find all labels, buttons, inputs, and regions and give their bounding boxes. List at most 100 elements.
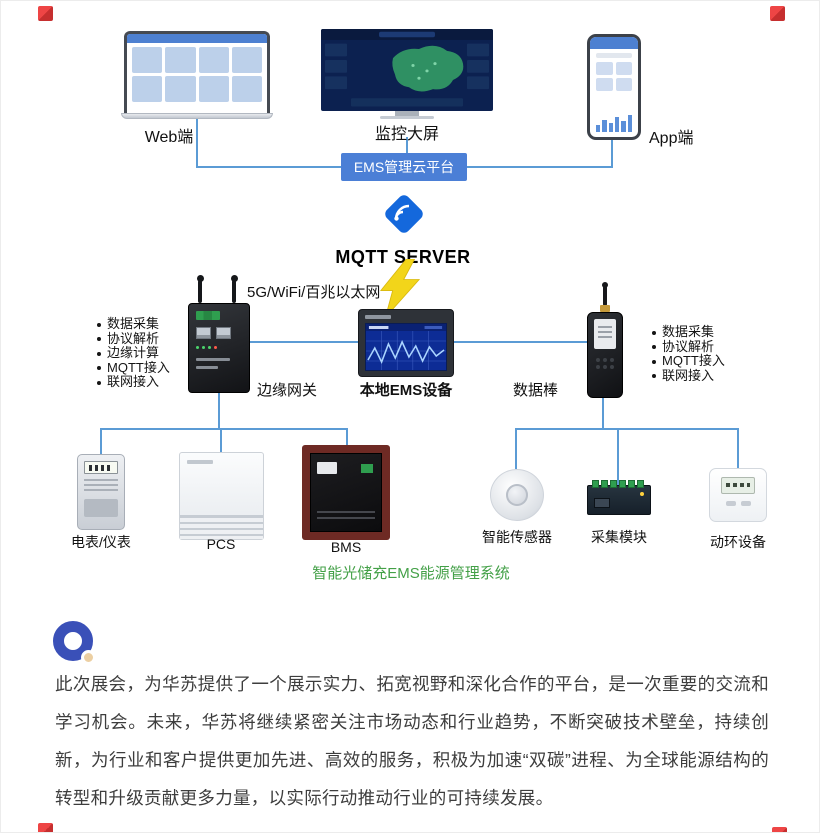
edge-gateway-illustration [187,275,251,393]
connector-line [737,428,739,468]
electric-meter-illustration [77,454,125,530]
mqtt-server-label: MQTT SERVER [335,247,471,267]
red-corner-ornament-icon [772,827,787,832]
phone-bar-chart [596,112,632,132]
bms-label: BMS [330,539,362,555]
mqtt-diamond-icon [375,185,433,243]
monitoring-screen-illustration [321,29,493,119]
feature-item: 数据采集 [651,324,725,340]
laptop-dashboard-tiles [127,43,267,102]
data-stick-body [587,312,623,398]
electric-meter-label: 电表/仪表 [71,534,131,550]
gateway-marking [196,358,230,361]
feature-item: 协议解析 [651,339,725,355]
feature-item: 数据采集 [96,316,170,332]
company-logo [53,621,101,669]
red-corner-ornament-icon [38,6,53,21]
hmi-screen [365,323,447,371]
collection-module-illustration [587,480,651,515]
connector-line [406,137,408,153]
local-ems-illustration [358,309,454,377]
gateway-feature-list: 数据采集 协议解析 边缘计算 MQTT接入 联网接入 [96,316,170,390]
feature-item: 联网接入 [651,368,725,384]
connector-line [467,166,613,168]
lightning-bolt-icon [379,258,421,319]
connector-line [250,341,358,343]
env-buttons [710,501,766,506]
device-sticker [594,319,616,349]
connector-line [220,428,222,452]
feature-item: MQTT接入 [96,360,170,376]
module-port [594,498,610,508]
antenna-connector [600,305,610,312]
connector-line [602,398,604,429]
terminal-block [196,311,220,320]
connector-line [515,428,517,469]
bms-terminal [361,464,373,473]
env-lcd [721,477,755,494]
laptop-base [121,113,273,119]
pcs-label: PCS [206,536,236,552]
app-client-label: App端 [649,130,694,147]
connector-line [515,428,739,430]
pcs-vents [180,515,263,539]
meter-terminal-cover [84,499,118,517]
data-stick-label: 数据棒 [513,382,559,399]
ethernet-ports [196,327,242,339]
monitoring-screen-label: 监控大屏 [374,126,439,143]
web-client-label: Web端 [144,129,194,146]
feature-item: MQTT接入 [651,353,725,369]
status-leds [196,346,242,349]
red-corner-ornament-icon [38,823,53,832]
feature-item: 协议解析 [96,331,170,347]
red-corner-ornament-icon [770,6,785,21]
bms-markings [317,511,375,513]
connector-line [100,428,348,430]
bms-front-panel [310,453,382,532]
vent-holes [588,358,622,369]
connector-line [196,119,198,167]
logo-dot [81,650,96,665]
cloud-platform-node: EMS管理云平台 [341,153,467,181]
monitor-foot [380,116,434,119]
smart-sensor-label: 智能传感器 [482,529,552,545]
antenna [602,282,608,306]
gateway-body [188,303,250,393]
feature-item: 联网接入 [96,374,170,390]
status-led [640,492,644,496]
meter-markings [84,479,118,481]
laptop-navbar [127,34,267,43]
connector-line [100,428,102,454]
local-ems-label: 本地EMS设备 [359,382,453,399]
connector-line [611,140,613,167]
antenna [230,275,238,303]
network-label: 5G/WiFi/百兆以太网 [247,284,381,301]
collection-module-label: 采集模块 [591,529,647,545]
connector-line [218,393,220,429]
pcs-brand-mark [187,460,213,464]
terminal-blocks [592,480,644,488]
phone-text-line [596,53,632,58]
diagram-caption: 智能光储充EMS能源管理系统 [312,565,510,582]
pcs-illustration [179,452,264,540]
gateway-marking [196,366,218,369]
smart-sensor-illustration [490,469,544,521]
connector-line [346,428,348,445]
logo-ring [53,621,93,661]
hmi-brand-mark [365,315,391,319]
meter-lcd [84,461,118,474]
app-client-illustration [587,34,641,140]
bms-illustration [302,445,390,540]
environment-device-label: 动环设备 [710,534,766,550]
monitoring-screen-content [321,29,493,111]
article-paragraph: 此次展会，为华苏提供了一个展示实力、拓宽视野和深化合作的平台，是一次重要的交流和… [55,674,769,808]
connector-line [196,166,343,168]
feature-item: 边缘计算 [96,345,170,361]
datastick-feature-list: 数据采集 协议解析 MQTT接入 联网接入 [651,324,725,384]
environment-device-illustration [709,468,767,522]
web-client-illustration [121,31,273,119]
connector-line [454,341,587,343]
laptop-screen [124,31,270,113]
connector-line [617,428,619,485]
